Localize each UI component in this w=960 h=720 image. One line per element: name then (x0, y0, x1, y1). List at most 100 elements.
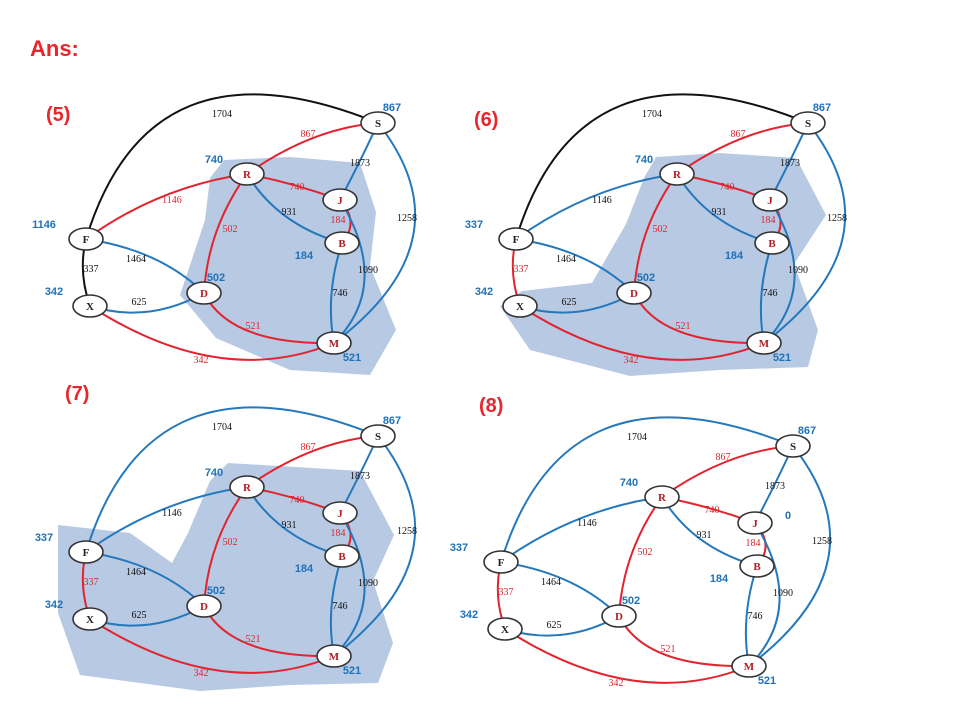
edge-weight-m-s: 1258 (827, 213, 847, 224)
node-m (731, 654, 767, 678)
edge-weight-d-m: 521 (661, 644, 676, 655)
edge-weight-f-s: 1704 (642, 109, 662, 120)
node-j (322, 188, 358, 212)
node-label-d: D (200, 601, 208, 613)
edge-weight-j-s: 1873 (350, 158, 370, 169)
edge-weight-f-s: 1704 (212, 422, 232, 433)
edge-f-r (85, 173, 248, 240)
distance-s: 867 (813, 102, 831, 114)
step-label-8: (8) (479, 395, 503, 417)
edge-weight-x-d: 625 (132, 610, 147, 621)
edge-weight-j-m: 1090 (358, 265, 378, 276)
distance-d: 502 (207, 272, 225, 284)
distance-b: 184 (710, 573, 729, 585)
edge-weight-b-m: 746 (748, 611, 763, 622)
distance-s: 867 (383, 102, 401, 114)
edge-r-d (203, 486, 248, 607)
edge-weight-r-j: 740 (720, 182, 735, 193)
edge-weight-r-d: 502 (653, 224, 668, 235)
node-f (68, 227, 104, 251)
edge-weight-r-j: 740 (290, 182, 305, 193)
node-b (324, 231, 360, 255)
edge-weight-f-x: 337 (84, 577, 99, 588)
edge-weight-x-d: 625 (547, 620, 562, 631)
node-label-m: M (329, 338, 340, 350)
node-label-x: X (86, 614, 94, 626)
panel-6: 1704867187312581146740931502184109074614… (465, 93, 847, 376)
node-b (324, 544, 360, 568)
panel-7: 1704867187312581146740931502184109074614… (35, 406, 417, 691)
edge-weight-r-b: 931 (697, 530, 712, 541)
edge-j-m (763, 199, 796, 344)
edge-m-s (748, 445, 832, 667)
distance-x: 342 (460, 609, 478, 621)
edge-weight-f-x: 337 (514, 264, 529, 275)
panel-8: 1704867187312581146740931502184109074614… (450, 416, 832, 689)
edge-x-m (504, 628, 750, 684)
node-label-m: M (759, 338, 770, 350)
distance-d: 502 (637, 272, 655, 284)
edge-weight-j-m: 1090 (788, 265, 808, 276)
node-x (72, 607, 108, 631)
edge-f-r (515, 173, 678, 240)
node-d (616, 281, 652, 305)
edge-f-d (500, 561, 620, 617)
edge-d-m (633, 292, 765, 345)
node-f (498, 227, 534, 251)
edge-weight-d-m: 521 (246, 321, 261, 332)
distance-m: 521 (758, 675, 776, 687)
node-label-x: X (86, 301, 94, 313)
distance-r: 740 (205, 467, 223, 479)
edge-j-m (333, 199, 366, 344)
node-label-r: R (243, 169, 252, 181)
edge-d-m (618, 615, 750, 668)
node-d (186, 281, 222, 305)
edge-weight-j-b: 184 (331, 215, 346, 226)
edge-j-m (333, 512, 366, 657)
distance-d: 502 (207, 585, 225, 597)
edge-weight-d-m: 521 (676, 321, 691, 332)
edge-weight-m-s: 1258 (812, 536, 832, 547)
distance-f: 1146 (32, 219, 56, 231)
edge-f-s (85, 406, 379, 553)
edge-weight-f-x: 337 (499, 587, 514, 598)
edge-weight-x-d: 625 (132, 297, 147, 308)
node-label-j: J (752, 518, 758, 530)
distance-m: 521 (773, 352, 791, 364)
panel-5: 1704867187312581146740931502184109074614… (32, 93, 417, 375)
node-x (487, 617, 523, 641)
edge-weight-j-m: 1090 (773, 588, 793, 599)
node-label-r: R (658, 492, 667, 504)
node-label-j: J (337, 195, 343, 207)
edge-weight-j-b: 184 (331, 528, 346, 539)
edge-weight-r-b: 931 (282, 207, 297, 218)
node-b (739, 554, 775, 578)
edge-weight-r-s: 867 (301, 442, 316, 453)
edge-weight-r-j: 740 (705, 505, 720, 516)
node-r (659, 162, 695, 186)
edge-weight-r-b: 931 (282, 520, 297, 531)
edge-weight-f-r: 1146 (592, 195, 612, 206)
edge-f-s (515, 93, 809, 240)
distance-b: 184 (295, 563, 314, 575)
edge-weight-x-m: 342 (194, 668, 209, 679)
node-m (316, 644, 352, 668)
node-label-f: F (83, 234, 90, 246)
edge-m-s (333, 122, 417, 344)
edge-weight-f-d: 1464 (126, 254, 146, 265)
node-f (68, 540, 104, 564)
edge-x-m (89, 305, 335, 361)
distance-f: 337 (35, 532, 53, 544)
node-label-f: F (498, 557, 505, 569)
distance-d: 502 (622, 595, 640, 607)
edge-weight-r-d: 502 (638, 547, 653, 558)
edge-weight-r-s: 867 (301, 129, 316, 140)
distance-m: 521 (343, 352, 361, 364)
node-label-j: J (767, 195, 773, 207)
edge-f-s (500, 416, 794, 563)
edge-f-r (85, 486, 248, 553)
edge-weight-b-m: 746 (333, 601, 348, 612)
step-label-5: (5) (46, 104, 70, 126)
node-r (229, 475, 265, 499)
